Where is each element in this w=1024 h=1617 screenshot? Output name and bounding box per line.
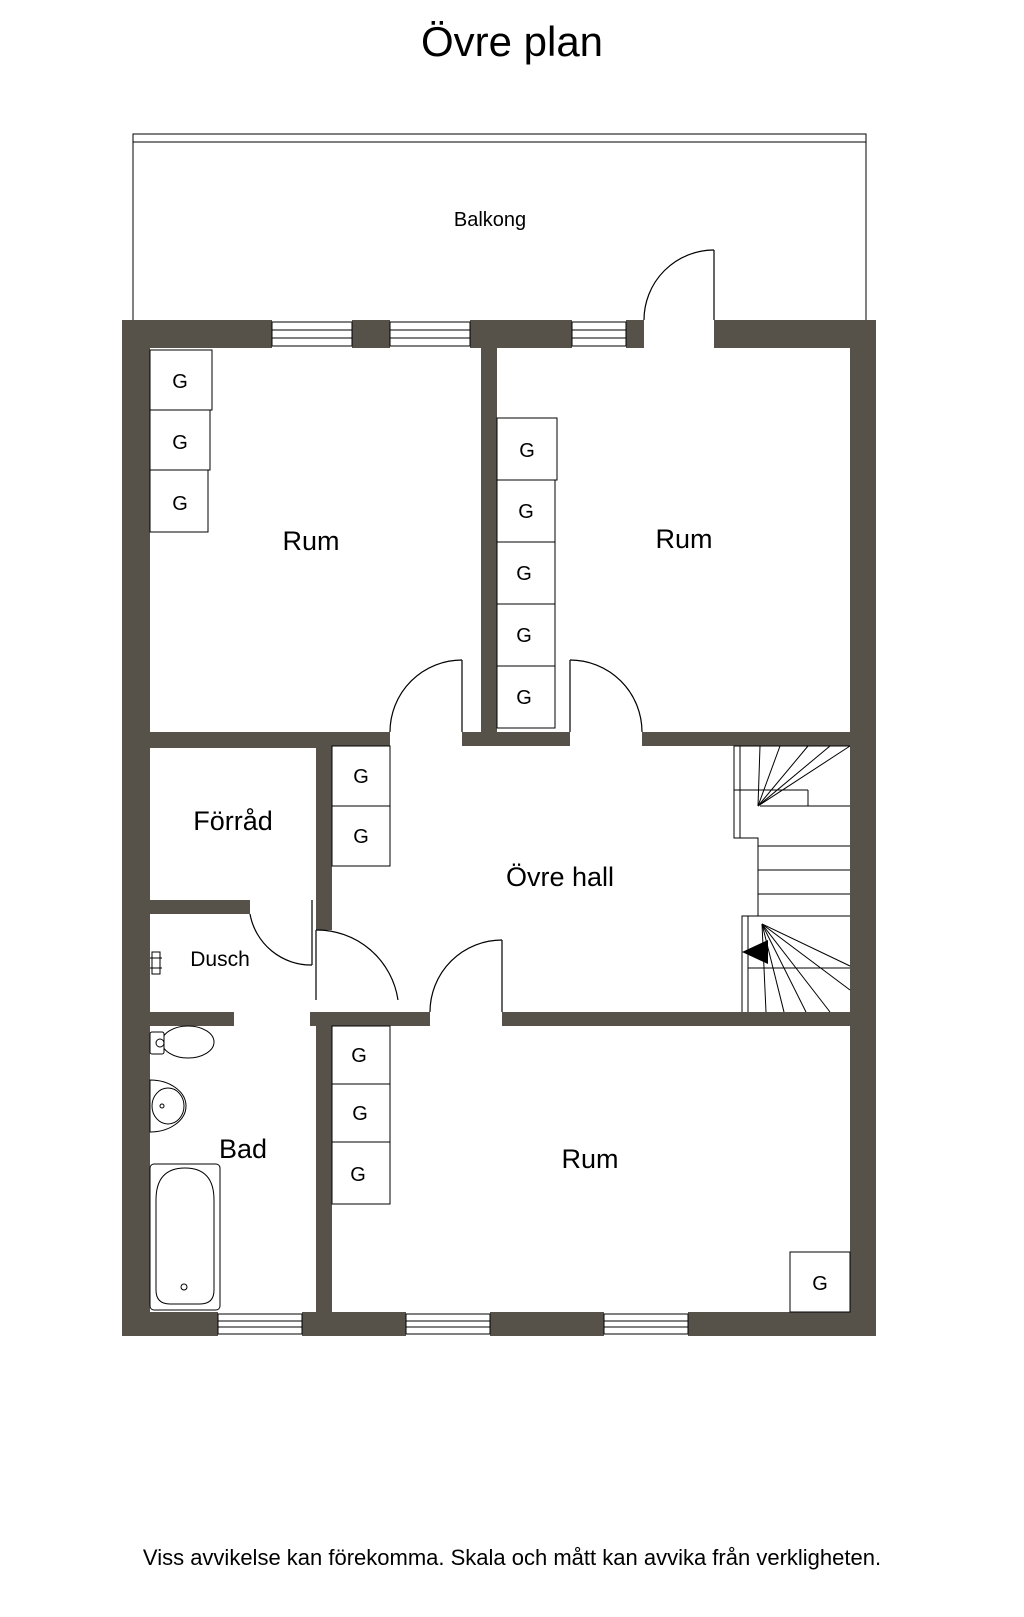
wardrobe-label: G: [812, 1273, 828, 1295]
wardrobe-label: G: [516, 625, 532, 647]
wardrobe-label: G: [353, 766, 369, 788]
interior-walls: [150, 348, 850, 1312]
shower-fixture-icon: [150, 951, 162, 975]
room-label-bathroom: Bad: [219, 1134, 267, 1164]
wardrobe-label: G: [352, 1103, 368, 1125]
room-label-shower: Dusch: [190, 948, 250, 971]
wardrobe-label: G: [353, 826, 369, 848]
room-label-room-top-right: Rum: [655, 524, 712, 554]
wardrobe-labels: G G G G G G G G G G G G G G: [172, 371, 828, 1295]
room-label-room-bottom: Rum: [561, 1144, 618, 1174]
stair-arrow-icon: [742, 940, 768, 964]
balcony-outline: [132, 133, 867, 320]
wardrobe-label: G: [351, 1045, 367, 1067]
wardrobe-label: G: [518, 501, 534, 523]
page-title: Övre plan: [420, 18, 604, 65]
wardrobes: [149, 349, 851, 1313]
room-label-room-top-left: Rum: [282, 526, 339, 556]
room-label-balcony: Balkong: [454, 209, 526, 231]
wardrobe-label: G: [172, 371, 188, 393]
wardrobe-label: G: [516, 563, 532, 585]
windows: [217, 321, 689, 1335]
room-label-upper-hall: Övre hall: [506, 862, 614, 892]
toilet-icon: [149, 1025, 215, 1059]
room-label-storage: Förråd: [193, 806, 273, 836]
sink-icon: [149, 1079, 187, 1133]
exterior-walls: [122, 320, 876, 1336]
bathtub-icon: [149, 1163, 221, 1311]
wardrobe-label: G: [350, 1164, 366, 1186]
wardrobe-label: G: [519, 440, 535, 462]
doors: [249, 249, 715, 1013]
staircase: [733, 745, 851, 1013]
disclaimer-text: Viss avvikelse kan förekomma. Skala och …: [142, 1545, 882, 1570]
wardrobe-label: G: [516, 687, 532, 709]
wardrobe-label: G: [172, 493, 188, 515]
wardrobe-label: G: [172, 432, 188, 454]
